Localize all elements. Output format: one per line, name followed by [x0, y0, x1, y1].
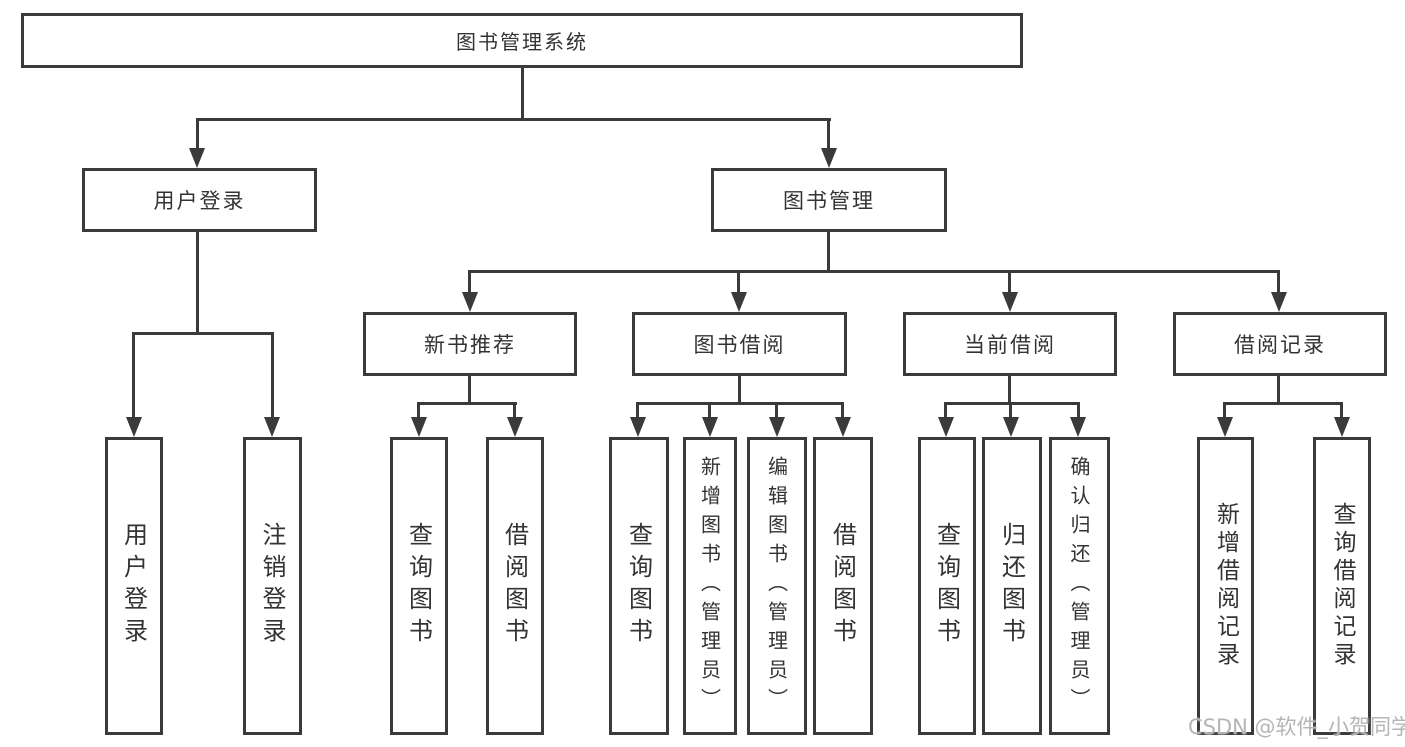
leaf-borrow-books-recommend: 借阅图书 — [486, 437, 544, 735]
connector-to-current-borrow — [1008, 271, 1011, 295]
leaf-label: 查询图书 — [932, 522, 961, 650]
leaf-label: 借阅图书 — [828, 522, 857, 650]
connector-currentborrow-drop — [1008, 376, 1011, 404]
connector-to-leaf-user-login — [132, 333, 135, 421]
node-new-book-recommend: 新书推荐 — [363, 312, 577, 376]
connector-to-leaf — [417, 403, 420, 421]
node-label: 新书推荐 — [424, 333, 516, 357]
arrowhead-leaf-edit-book-admin — [769, 417, 785, 437]
leaf-borrow-books: 借阅图书 — [813, 437, 873, 735]
connector-to-leaf — [708, 403, 711, 421]
node-book-management: 图书管理 — [711, 168, 947, 232]
leaf-add-book-admin: 新增图书（管理员） — [683, 437, 737, 735]
connector-to-new-book — [468, 271, 471, 295]
arrowhead-leaf-add-borrow-record — [1217, 417, 1233, 437]
connector-management-drop — [827, 232, 830, 273]
arrowhead-leaf-query-books-borrow — [630, 417, 646, 437]
connector-to-leaf — [841, 403, 844, 421]
connector-to-book-borrow — [737, 271, 740, 295]
connector-to-book-management — [827, 119, 830, 153]
leaf-label: 借阅图书 — [500, 522, 529, 650]
leaf-logout: 注销登录 — [243, 437, 302, 735]
connector-to-leaf — [1340, 403, 1343, 421]
connector-level2-bus — [196, 118, 831, 121]
arrowhead-current-borrow — [1002, 292, 1018, 312]
connector-newbook-bus — [417, 402, 517, 405]
connector-to-leaf — [1077, 403, 1080, 421]
arrowhead-leaf-query-books-current — [938, 417, 954, 437]
node-label: 图书借阅 — [693, 333, 786, 357]
arrowhead-leaf-borrow-books — [835, 417, 851, 437]
arrowhead-leaf-query-books-recommend — [411, 417, 427, 437]
leaf-confirm-return-admin: 确认归还（管理员） — [1049, 437, 1110, 735]
arrowhead-new-book — [462, 292, 478, 312]
leaf-label: 用户登录 — [119, 522, 148, 650]
connector-bookborrow-bus — [636, 402, 844, 405]
arrowhead-book-management — [821, 148, 837, 168]
leaf-label: 新增借阅记录 — [1212, 502, 1239, 670]
node-label: 当前借阅 — [964, 333, 1056, 357]
leaf-label: 确认归还（管理员） — [1067, 455, 1091, 717]
node-borrow-records: 借阅记录 — [1173, 312, 1387, 376]
connector-borrowrecords-bus — [1223, 402, 1343, 405]
node-user-login: 用户登录 — [82, 168, 317, 232]
arrowhead-leaf-confirm-return-admin — [1070, 417, 1086, 437]
connector-borrowrecords-drop — [1277, 376, 1280, 404]
arrowhead-borrow-records — [1271, 292, 1287, 312]
arrowhead-leaf-logout — [264, 417, 280, 437]
leaf-edit-book-admin: 编辑图书（管理员） — [747, 437, 807, 735]
leaf-label: 编辑图书（管理员） — [764, 455, 789, 717]
connector-to-leaf — [513, 403, 516, 421]
leaf-add-borrow-record: 新增借阅记录 — [1197, 437, 1254, 735]
leaf-return-books: 归还图书 — [982, 437, 1042, 735]
arrowhead-book-borrow — [731, 292, 747, 312]
arrowhead-leaf-return-books — [1003, 417, 1019, 437]
arrowhead-leaf-query-borrow-record — [1334, 417, 1350, 437]
leaf-label: 归还图书 — [997, 522, 1026, 650]
leaf-query-books-current: 查询图书 — [918, 437, 976, 735]
arrowhead-user-login — [189, 148, 205, 168]
leaf-label: 注销登录 — [258, 522, 286, 650]
connector-bookborrow-drop — [738, 376, 741, 404]
leaf-query-books-recommend: 查询图书 — [390, 437, 448, 735]
connector-to-leaf — [944, 403, 947, 421]
node-label: 借阅记录 — [1234, 333, 1326, 357]
csdn-watermark: CSDN @软件_小贺同学 — [1188, 715, 1405, 739]
connector-to-leaf — [775, 403, 778, 421]
node-current-borrow: 当前借阅 — [903, 312, 1117, 376]
arrowhead-leaf-borrow-books-recommend — [507, 417, 523, 437]
connector-to-borrow-records — [1277, 271, 1280, 295]
leaf-label: 新增图书（管理员） — [697, 455, 722, 717]
leaf-label: 查询图书 — [404, 522, 433, 650]
leaf-label: 查询借阅记录 — [1329, 502, 1355, 670]
node-root-library-system: 图书管理系统 — [21, 13, 1023, 68]
connector-to-leaf-logout — [271, 333, 274, 421]
connector-to-leaf — [1009, 403, 1012, 421]
arrowhead-leaf-user-login — [126, 417, 142, 437]
arrowhead-leaf-add-book-admin — [702, 417, 718, 437]
connector-login-drop — [196, 232, 199, 335]
connector-to-leaf — [636, 403, 639, 421]
connector-login-bus — [132, 332, 274, 335]
node-book-borrow: 图书借阅 — [632, 312, 847, 376]
connector-root-trunk — [521, 68, 524, 121]
leaf-query-borrow-record: 查询借阅记录 — [1313, 437, 1371, 735]
connector-level3-bus — [468, 270, 1280, 273]
connector-newbook-drop — [468, 376, 471, 404]
leaf-user-login: 用户登录 — [105, 437, 163, 735]
leaf-query-books-borrow: 查询图书 — [609, 437, 669, 735]
connector-to-user-login — [196, 119, 199, 153]
node-label: 图书管理系统 — [456, 30, 588, 54]
leaf-label: 查询图书 — [624, 522, 653, 650]
connector-to-leaf — [1223, 403, 1226, 421]
node-label: 图书管理 — [783, 189, 875, 213]
node-label: 用户登录 — [153, 189, 246, 213]
connector-currentborrow-bus — [944, 402, 1080, 405]
